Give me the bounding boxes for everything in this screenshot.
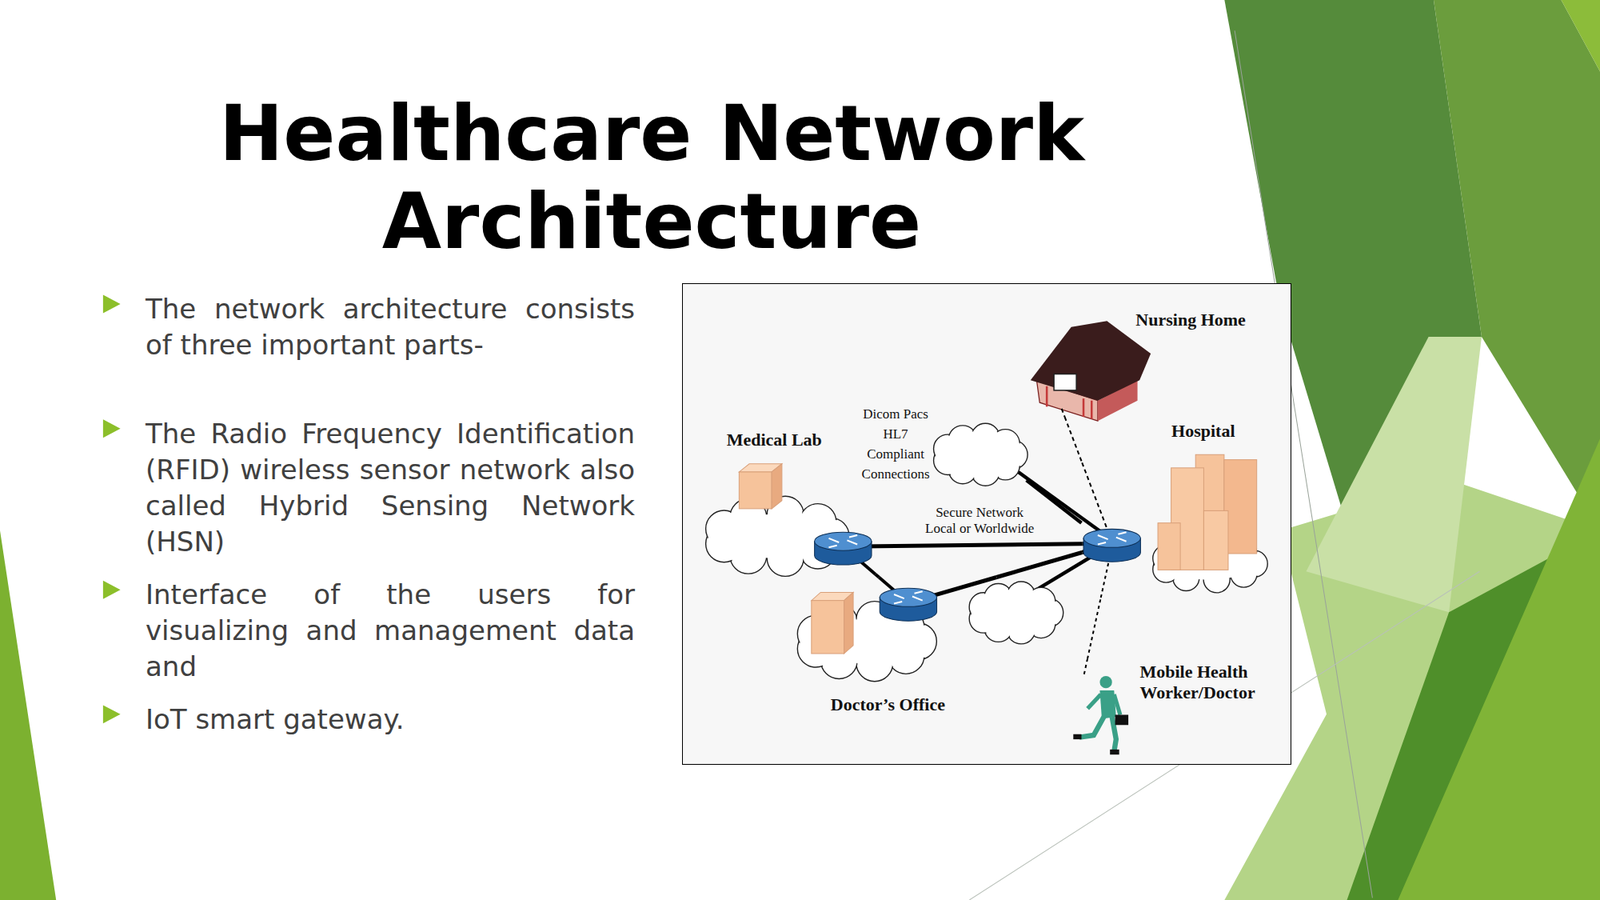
mobile-worker-figure	[1073, 733, 1082, 739]
edge-stub	[1061, 407, 1065, 416]
router-symbol	[893, 590, 923, 603]
network-link	[877, 542, 1082, 546]
bullet-marker	[103, 580, 121, 599]
network-cloud	[705, 422, 1268, 681]
edge-label-holder: Secure Network Local or Worldwide	[920, 504, 1039, 537]
frame-border	[682, 283, 1292, 765]
mobile-worker-figure	[1078, 716, 1104, 738]
doctor-office-building	[810, 591, 853, 654]
bullet-holder: IoT smart gateway.	[145, 701, 635, 738]
bullet-text: Interface of the users for visualizing a…	[145, 576, 635, 685]
medical-lab-building	[738, 462, 783, 508]
site-label: Nursing Home	[1135, 309, 1246, 331]
title-holder: Healthcare Network Architecture	[155, 89, 1148, 266]
medical-lab-building	[771, 462, 783, 508]
nursing-home-house	[1029, 320, 1150, 400]
network-link	[1086, 597, 1101, 659]
nursing-home-house	[1089, 399, 1093, 419]
site-label: Mobile Health Worker/Doctor	[1139, 661, 1272, 703]
diagram-frame: Dicom Pacs HL7 Compliant Connections Nurs…	[682, 283, 1292, 765]
site-node: Mobile Health Worker/Doctor	[1056, 658, 1276, 758]
router-symbol	[1083, 528, 1141, 547]
hospital-building	[1223, 458, 1257, 553]
mobile-worker-figure	[1073, 675, 1129, 755]
nursing-home-house	[1053, 373, 1077, 390]
site-node: Medical Lab	[691, 423, 878, 575]
slide-title: Healthcare Network Architecture	[155, 89, 1148, 266]
mobile-worker-figure	[1099, 675, 1112, 688]
site-label: Hospital	[1171, 420, 1235, 442]
edge-label: Secure Network Local or Worldwide	[920, 504, 1039, 537]
network-cloud	[981, 594, 1049, 630]
network-link	[996, 551, 1082, 577]
mobile-worker-figure	[1087, 693, 1102, 708]
green-decoration	[1305, 336, 1481, 612]
edge-stub	[1083, 658, 1087, 674]
bullet-marker	[103, 295, 121, 724]
bullet-marker	[103, 418, 121, 438]
green-decoration	[0, 530, 56, 900]
mobile-worker-figure	[1113, 693, 1121, 715]
site-label: Doctor’s Office	[830, 694, 946, 715]
router-symbol	[1097, 531, 1126, 544]
bullet-marker	[103, 295, 121, 314]
nursing-home-house	[1045, 385, 1048, 407]
site-node: Hospital	[1081, 418, 1276, 597]
bullet-holder: Interface of the users for visualizing a…	[145, 576, 635, 685]
router-symbol	[813, 531, 871, 551]
network-link	[1064, 416, 1082, 463]
site-node: Nursing Home	[1025, 300, 1277, 416]
network-link	[874, 573, 878, 577]
mobile-worker-figure	[1114, 714, 1129, 725]
router-symbol	[879, 587, 937, 607]
bullet-text: IoT smart gateway.	[145, 701, 635, 738]
doctor-office-building	[843, 591, 853, 654]
label-holder: Dicom Pacs HL7 Compliant Connections	[859, 403, 933, 484]
hospital-building	[1203, 510, 1229, 570]
router-symbol	[813, 528, 1141, 621]
protocol-label: Dicom Pacs HL7 Compliant Connections	[859, 403, 933, 484]
nursing-home-house	[1081, 398, 1085, 417]
router-symbol	[828, 534, 858, 547]
hospital-building	[1157, 522, 1181, 570]
bullet-text: The Radio Frequency Identification (RFID…	[145, 415, 635, 560]
medical-lab-building	[738, 470, 772, 508]
mobile-worker-figure	[1109, 748, 1119, 754]
bullet-holder: The Radio Frequency Identification (RFID…	[145, 415, 635, 560]
bullet-text: The network architecture consists of thr…	[145, 291, 635, 364]
green-decoration	[1561, 0, 1600, 72]
site-label: Medical Lab	[726, 429, 822, 451]
bullet-marker	[103, 704, 121, 723]
doctor-office-building	[810, 599, 844, 653]
nursing-home-house	[1029, 320, 1150, 421]
network-cloud	[945, 436, 1013, 471]
site-node: Doctor’s Office	[780, 576, 1010, 723]
hospital-building	[1157, 454, 1257, 570]
bullet-holder: The network architecture consists of thr…	[145, 291, 635, 364]
green-decoration	[1397, 438, 1600, 900]
